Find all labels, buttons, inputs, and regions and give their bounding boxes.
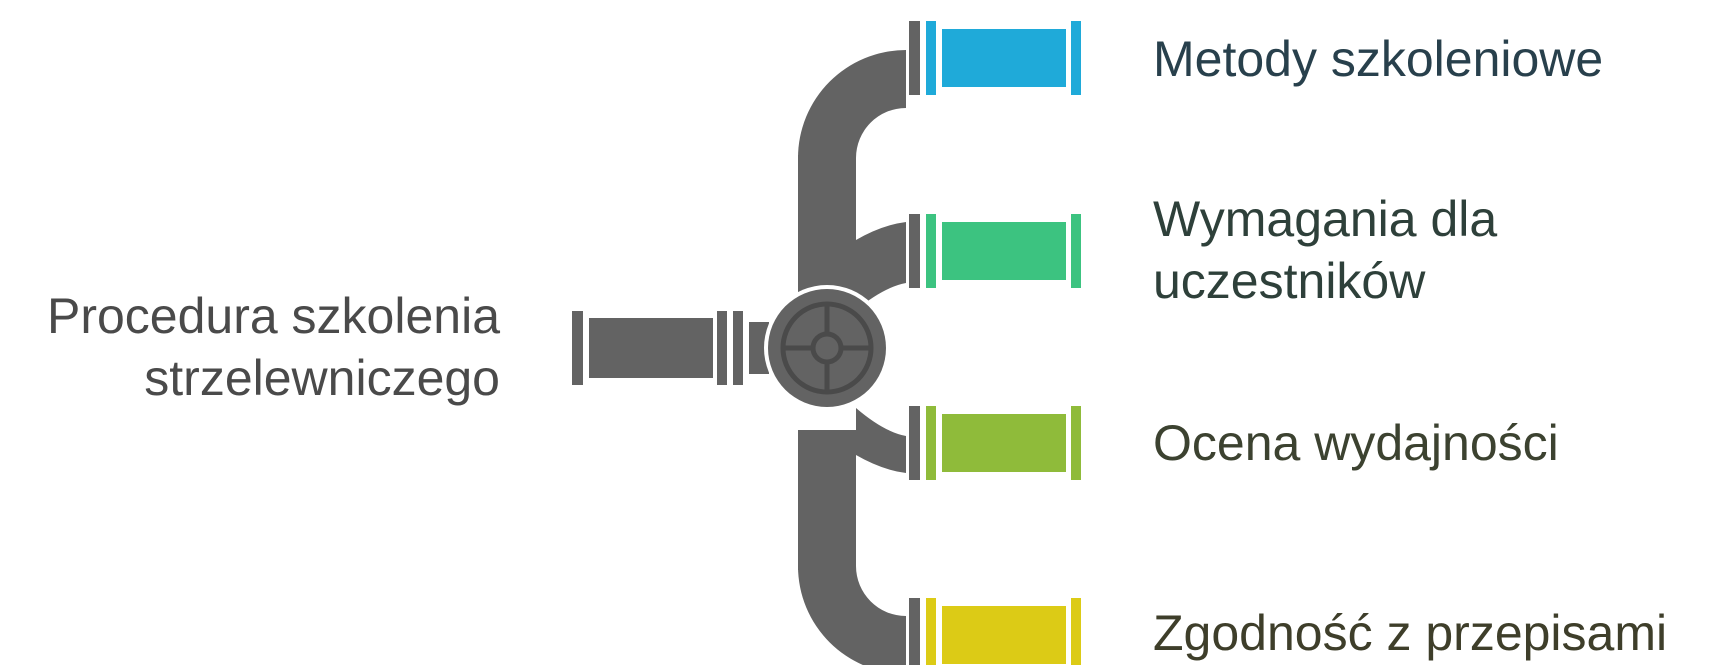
output-pipe-gray-flange-performance-evaluation — [909, 406, 920, 480]
branch-label-performance-evaluation: Ocena wydajności — [1153, 412, 1559, 474]
input-pipe-body — [589, 318, 713, 378]
output-pipe-gray-flange-regulatory-compliance — [909, 598, 920, 665]
lower-trunk — [798, 430, 856, 570]
output-pipe-body-participant-requirements — [942, 222, 1066, 280]
input-pipe — [572, 311, 769, 385]
output-pipe-end-flange-performance-evaluation — [1071, 406, 1081, 480]
output-pipe-flange-performance-evaluation — [926, 406, 936, 480]
branch-label-line: uczestników — [1153, 253, 1426, 309]
upper-tee — [856, 222, 906, 310]
output-pipe-gray-flange-training-methods — [909, 21, 920, 95]
output-pipe-flange-regulatory-compliance — [926, 598, 936, 665]
output-pipe-body-performance-evaluation — [942, 414, 1066, 472]
upper-elbow — [798, 50, 906, 158]
output-pipe-body-regulatory-compliance — [942, 606, 1066, 664]
main-pipe — [798, 50, 906, 665]
input-pipe-flange — [733, 311, 743, 385]
output-pipes — [909, 21, 1081, 665]
branch-label-line: Ocena wydajności — [1153, 415, 1559, 471]
lower-tee — [856, 408, 906, 473]
lower-elbow — [798, 566, 906, 665]
branch-label-line: Wymagania dla — [1153, 191, 1498, 247]
output-pipe-end-flange-training-methods — [1071, 21, 1081, 95]
output-pipe-gray-flange-participant-requirements — [909, 214, 920, 288]
output-pipe-flange-participant-requirements — [926, 214, 936, 288]
branch-label-regulatory-compliance: Zgodność z przepisami — [1153, 602, 1667, 664]
output-pipe-flange-training-methods — [926, 21, 936, 95]
branch-label-training-methods: Metody szkoleniowe — [1153, 28, 1603, 90]
input-pipe-end-flange — [572, 311, 583, 385]
branch-label-line: Zgodność z przepisami — [1153, 605, 1668, 661]
source-label: Procedura szkolenia strzelewniczego — [47, 285, 500, 409]
output-pipe-end-flange-regulatory-compliance — [1071, 598, 1081, 665]
source-label-line: strzelewniczego — [144, 350, 500, 406]
branch-label-participant-requirements: Wymagania dla uczestników — [1153, 188, 1497, 312]
valve-wheel-icon — [764, 285, 890, 411]
input-pipe-flange — [717, 311, 727, 385]
branch-label-line: Metody szkoleniowe — [1153, 31, 1604, 87]
source-label-line: Procedura szkolenia — [46, 288, 500, 344]
output-pipe-end-flange-participant-requirements — [1071, 214, 1081, 288]
output-pipe-body-training-methods — [942, 29, 1066, 87]
input-pipe-stub — [749, 322, 769, 374]
